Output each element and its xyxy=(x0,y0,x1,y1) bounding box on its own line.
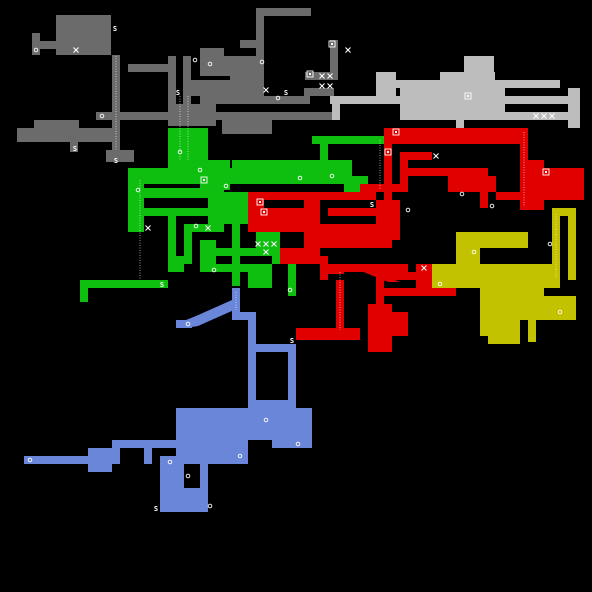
item-marker xyxy=(329,173,335,179)
door-marker-core xyxy=(467,95,469,97)
door-marker xyxy=(328,40,336,48)
hidden-marker xyxy=(319,83,325,89)
item-marker xyxy=(197,167,203,173)
save-point-marker: S xyxy=(154,505,158,513)
item-marker xyxy=(287,287,293,293)
door-marker xyxy=(384,148,392,156)
item-marker xyxy=(237,453,243,459)
hidden-marker xyxy=(271,241,277,247)
item-marker xyxy=(557,309,563,315)
item-marker xyxy=(207,61,213,67)
door-marker xyxy=(200,176,208,184)
hidden-marker xyxy=(549,113,555,119)
door-marker xyxy=(306,70,314,78)
hidden-marker xyxy=(263,241,269,247)
item-marker xyxy=(193,223,199,229)
save-point-marker: S xyxy=(370,201,374,209)
hidden-marker xyxy=(421,265,427,271)
region-gray-light xyxy=(330,56,580,130)
hidden-marker xyxy=(345,47,351,53)
item-marker xyxy=(207,503,213,509)
item-marker xyxy=(185,473,191,479)
item-marker xyxy=(33,47,39,53)
door-marker-core xyxy=(395,131,397,133)
save-point-marker: S xyxy=(114,157,118,165)
item-marker xyxy=(275,95,281,101)
item-marker xyxy=(185,321,191,327)
hidden-marker xyxy=(145,225,151,231)
door-marker xyxy=(392,128,400,136)
item-marker xyxy=(99,113,105,119)
item-marker xyxy=(547,241,553,247)
hidden-marker xyxy=(255,241,261,247)
item-marker xyxy=(223,183,229,189)
door-marker xyxy=(256,198,264,206)
hidden-marker xyxy=(319,73,325,79)
hidden-marker xyxy=(533,113,539,119)
item-marker xyxy=(27,457,33,463)
door-marker xyxy=(260,208,268,216)
door-marker-core xyxy=(259,201,261,203)
door-marker xyxy=(464,92,472,100)
hidden-marker xyxy=(541,113,547,119)
hidden-marker xyxy=(263,249,269,255)
item-marker xyxy=(192,57,198,63)
item-marker xyxy=(489,203,495,209)
item-marker xyxy=(297,175,303,181)
save-point-marker: S xyxy=(290,337,294,345)
door-marker xyxy=(542,168,550,176)
item-marker xyxy=(259,59,265,65)
hidden-marker xyxy=(327,83,333,89)
item-marker xyxy=(295,441,301,447)
hidden-marker xyxy=(263,87,269,93)
door-marker-core xyxy=(545,171,547,173)
item-marker xyxy=(211,267,217,273)
door-marker-core xyxy=(203,179,205,181)
item-marker xyxy=(167,459,173,465)
item-marker xyxy=(471,249,477,255)
hidden-marker xyxy=(205,225,211,231)
hidden-marker xyxy=(327,73,333,79)
door-marker-core xyxy=(263,211,265,213)
save-point-marker: S xyxy=(160,281,164,289)
save-point-marker: S xyxy=(113,25,117,33)
item-marker xyxy=(437,281,443,287)
save-point-marker: S xyxy=(73,145,77,153)
door-marker-core xyxy=(309,73,311,75)
save-point-marker: S xyxy=(284,89,288,97)
item-marker xyxy=(263,417,269,423)
save-point-marker: S xyxy=(176,89,180,97)
door-marker-core xyxy=(331,43,333,45)
region-red xyxy=(248,128,584,352)
door-marker-core xyxy=(387,151,389,153)
hidden-marker xyxy=(73,47,79,53)
map-markers: S S S S S S S S S xyxy=(27,25,563,513)
region-blue xyxy=(24,288,312,512)
item-marker xyxy=(459,191,465,197)
hidden-marker xyxy=(433,153,439,159)
item-marker xyxy=(405,207,411,213)
